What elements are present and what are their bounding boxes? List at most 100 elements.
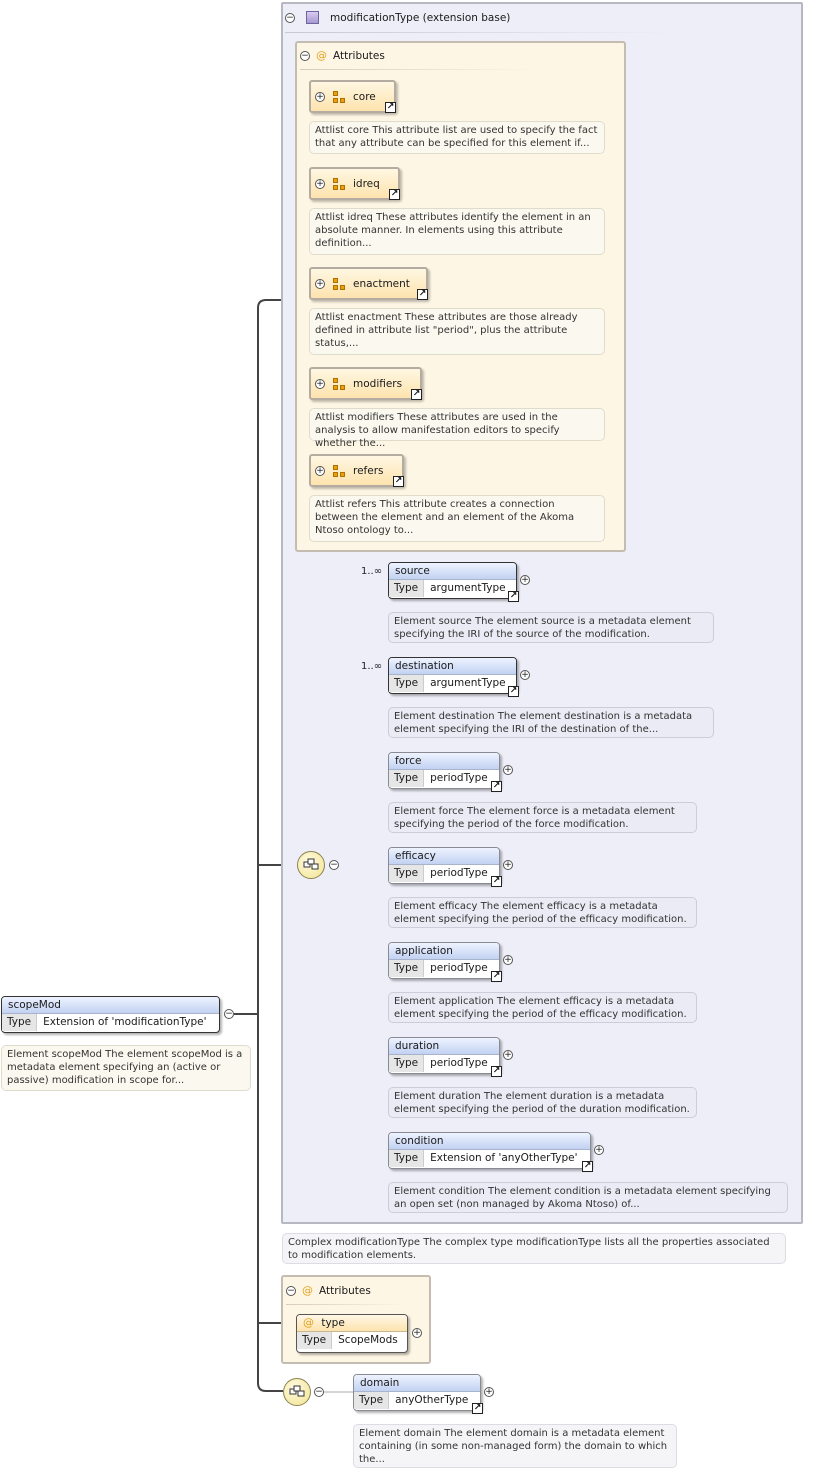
collapse-icon[interactable]: − xyxy=(329,860,339,870)
attribute-group-name: core xyxy=(353,90,376,103)
attribute-icon: @ xyxy=(316,49,327,62)
complex-type-icon xyxy=(306,11,319,24)
reference-arrow-icon[interactable]: ↗ xyxy=(393,476,404,487)
reference-arrow-icon[interactable]: ↗ xyxy=(508,591,519,602)
reference-arrow-icon[interactable]: ↗ xyxy=(491,1066,502,1077)
element-doc-duration: Element duration The element duration is… xyxy=(388,1087,697,1118)
attribute-group-ref-enactment[interactable]: +enactment↗ xyxy=(309,267,428,300)
attribute-group-doc-refers: Attlist refers This attribute creates a … xyxy=(309,495,605,542)
expand-icon[interactable]: + xyxy=(520,575,530,585)
expand-icon[interactable]: + xyxy=(503,955,513,965)
expand-icon[interactable]: + xyxy=(484,1387,494,1397)
root-element-doc: Element scopeMod The element scopeMod is… xyxy=(1,1045,251,1091)
attribute-group-ref-idreq[interactable]: +idreq↗ xyxy=(309,167,400,200)
attribute-group-doc-enactment: Attlist enactment These attributes are t… xyxy=(309,308,605,355)
element-type-row: Type argumentType xyxy=(389,675,516,692)
type-attribute-header: @ type xyxy=(297,1315,407,1332)
type-attribute-type-key: Type xyxy=(297,1332,333,1349)
attribute-group-icon xyxy=(333,277,345,290)
expand-icon[interactable]: + xyxy=(503,860,513,870)
element-type-value: argumentType xyxy=(430,677,506,689)
reference-arrow-icon[interactable]: ↗ xyxy=(508,686,519,697)
element-type-key: Type xyxy=(389,960,425,977)
expand-icon[interactable]: + xyxy=(594,1145,604,1155)
reference-arrow-icon[interactable]: ↗ xyxy=(491,876,502,887)
domain-type-key: Type xyxy=(354,1392,390,1409)
element-header: application xyxy=(389,943,499,960)
element-header: condition xyxy=(389,1133,590,1150)
root-type-key: Type xyxy=(2,1014,38,1031)
expand-icon[interactable]: + xyxy=(315,278,325,289)
expand-icon[interactable]: + xyxy=(315,465,325,476)
element-doc-condition: Element condition The element condition … xyxy=(388,1182,788,1213)
attribute-icon: @ xyxy=(303,1316,314,1329)
attribute-group-doc-idreq: Attlist idreq These attributes identify … xyxy=(309,208,605,255)
collapse-icon[interactable]: − xyxy=(224,1009,234,1019)
element-type-value: argumentType xyxy=(430,582,506,594)
element-type-row: Type periodType xyxy=(389,865,499,882)
reference-arrow-icon[interactable]: ↗ xyxy=(491,971,502,982)
domain-type-value: anyOtherType xyxy=(395,1394,469,1406)
expand-icon[interactable]: + xyxy=(520,670,530,680)
expand-icon[interactable]: + xyxy=(503,765,513,775)
attribute-icon: @ xyxy=(302,1284,313,1297)
collapse-icon[interactable]: − xyxy=(286,1285,296,1296)
collapse-icon[interactable]: − xyxy=(314,1387,324,1397)
inner-attributes-title: Attributes xyxy=(333,49,385,62)
element-type-key: Type xyxy=(389,770,425,787)
sequence-icon[interactable] xyxy=(283,1378,311,1406)
type-attribute-box[interactable]: @ type Type ScopeMods xyxy=(296,1314,408,1353)
element-type-value: periodType xyxy=(430,1057,488,1069)
element-doc-source: Element source The element source is a m… xyxy=(388,612,714,643)
element-type-value: periodType xyxy=(430,962,488,974)
expand-icon[interactable]: + xyxy=(503,1050,513,1060)
outer-attributes-title: Attributes xyxy=(319,1284,371,1297)
element-type-key: Type xyxy=(389,865,425,882)
reference-arrow-icon[interactable]: ↗ xyxy=(491,781,502,792)
attribute-group-ref-modifiers[interactable]: +modifiers↗ xyxy=(309,367,422,400)
attribute-group-icon xyxy=(333,464,345,477)
expand-icon[interactable]: + xyxy=(315,178,325,189)
attribute-group-ref-core[interactable]: + core ↗ xyxy=(309,80,396,113)
type-attribute-type-value: ScopeMods xyxy=(338,1334,398,1346)
element-header: destination xyxy=(389,658,516,675)
extension-title-row: − modificationType (extension base) xyxy=(285,11,510,24)
reference-arrow-icon[interactable]: ↗ xyxy=(385,102,396,113)
attribute-group-ref-refers[interactable]: +refers↗ xyxy=(309,454,404,487)
attribute-group-icon xyxy=(333,177,345,190)
outer-attributes-rule xyxy=(286,1304,406,1305)
reference-arrow-icon[interactable]: ↗ xyxy=(472,1403,483,1414)
root-element-scopeMod[interactable]: scopeMod Type Extension of 'modification… xyxy=(1,996,220,1033)
expand-icon[interactable]: + xyxy=(412,1328,422,1338)
extension-title: modificationType (extension base) xyxy=(330,11,511,24)
attribute-group-icon xyxy=(333,90,345,103)
element-type-value: periodType xyxy=(430,867,488,879)
type-attribute-name: type xyxy=(321,1317,345,1329)
expand-icon[interactable]: + xyxy=(315,91,325,102)
element-type-row: Type periodType xyxy=(389,960,499,977)
root-element-type-row: Type Extension of 'modificationType' xyxy=(2,1014,219,1031)
domain-element-type-row: Type anyOtherType xyxy=(354,1392,480,1409)
reference-arrow-icon[interactable]: ↗ xyxy=(582,1161,593,1172)
inner-attributes-title-row: − @ Attributes xyxy=(300,49,385,62)
reference-arrow-icon[interactable]: ↗ xyxy=(411,389,422,400)
sequence-icon[interactable] xyxy=(297,851,325,879)
root-element-header: scopeMod xyxy=(2,997,219,1014)
collapse-icon[interactable]: − xyxy=(285,12,295,23)
domain-element[interactable]: domain Type anyOtherType ↗ xyxy=(353,1374,483,1414)
reference-arrow-icon[interactable]: ↗ xyxy=(417,289,428,300)
collapse-icon[interactable]: − xyxy=(300,50,310,61)
expand-icon[interactable]: + xyxy=(315,378,325,389)
root-type-value: Extension of 'modificationType' xyxy=(43,1016,207,1028)
attribute-group-doc-modifiers: Attlist modifiers These attributes are u… xyxy=(309,408,605,449)
element-type-key: Type xyxy=(389,675,425,692)
reference-arrow-icon[interactable]: ↗ xyxy=(389,189,400,200)
